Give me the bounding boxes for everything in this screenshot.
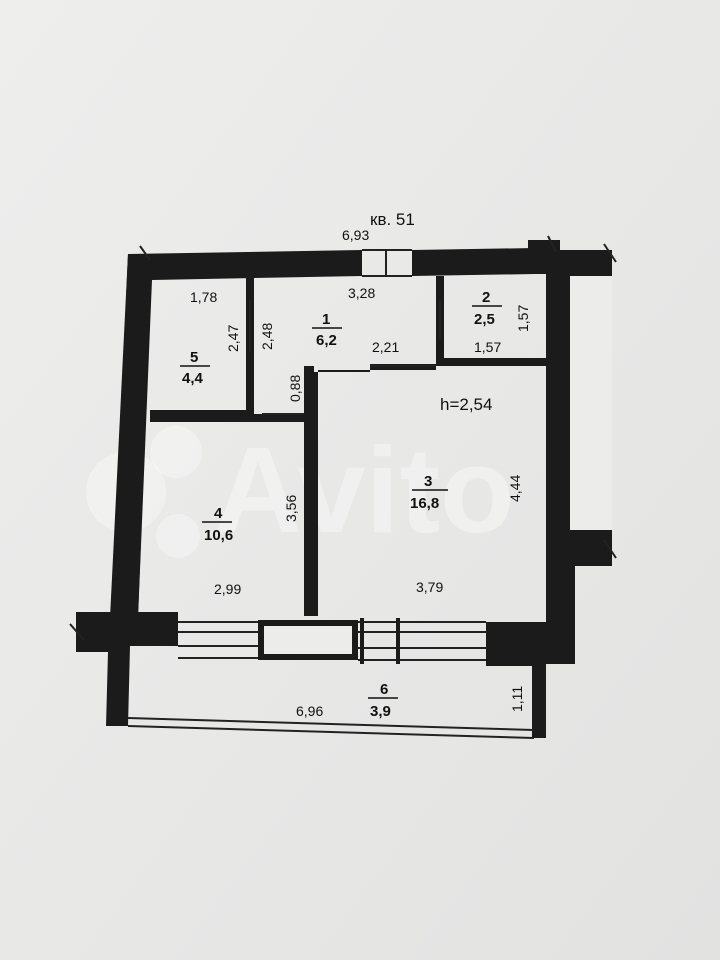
wall-right-gap — [570, 276, 612, 530]
dim-balcony-depth: 1,11 — [509, 686, 525, 712]
room3-area: 16,8 — [410, 495, 439, 512]
partition-room4-top — [150, 414, 310, 422]
room2-area: 2,5 — [474, 311, 495, 328]
room2-number: 2 — [482, 289, 490, 306]
room5-number: 5 — [190, 349, 198, 366]
room5-area: 4,4 — [182, 370, 204, 387]
dim-room1-width: 3,28 — [348, 285, 375, 301]
door-marks — [249, 300, 441, 415]
dim-overall-top: 6,93 — [342, 227, 369, 243]
dim-room5-height: 2,47 — [225, 325, 241, 352]
dim-room1-step-width: 2,21 — [372, 339, 399, 355]
room1-number: 1 — [322, 311, 330, 328]
window-balcony — [178, 618, 486, 664]
room4-number: 4 — [214, 505, 223, 522]
balcony-outline — [127, 717, 535, 739]
watermark: Avito — [86, 422, 514, 558]
dim-room5-width: 1,78 — [190, 289, 217, 305]
wall-bottom-right — [486, 612, 575, 738]
room4-area: 10,6 — [204, 527, 233, 544]
wall-top-right — [412, 248, 535, 276]
room1-area: 6,2 — [316, 332, 337, 349]
dim-room3-height: 4,44 — [507, 475, 523, 502]
exterior-walls — [76, 240, 612, 738]
wall-left-main — [112, 254, 152, 616]
dim-room2-width: 1,57 — [474, 339, 501, 355]
ceiling-height: h=2,54 — [440, 395, 492, 414]
room6-area: 3,9 — [370, 703, 391, 720]
partition-room2-bottom — [436, 358, 548, 366]
entrance-opening — [362, 249, 412, 277]
wall-bottom-left — [76, 612, 178, 726]
dim-room4-height: 3,56 — [283, 495, 299, 522]
partition-room5-bottom — [150, 410, 250, 416]
dim-balcony-width: 6,96 — [296, 703, 323, 719]
apartment-title: кв. 51 — [370, 210, 415, 229]
room6-number: 6 — [380, 681, 388, 698]
wall-top-left — [128, 250, 362, 280]
dim-room1-left-height: 2,48 — [259, 323, 275, 350]
partition-room3-left — [304, 364, 436, 616]
room3-number: 3 — [424, 473, 432, 490]
watermark-text: Avito — [214, 422, 514, 558]
dim-room1-step-height: 0,88 — [287, 375, 303, 402]
dim-room3-width: 3,79 — [416, 579, 443, 595]
wall-pier-inner — [264, 626, 352, 654]
wall-break-marks — [69, 235, 617, 641]
dim-room2-height: 1,57 — [515, 305, 531, 332]
dim-room4-width: 2,99 — [214, 581, 241, 597]
